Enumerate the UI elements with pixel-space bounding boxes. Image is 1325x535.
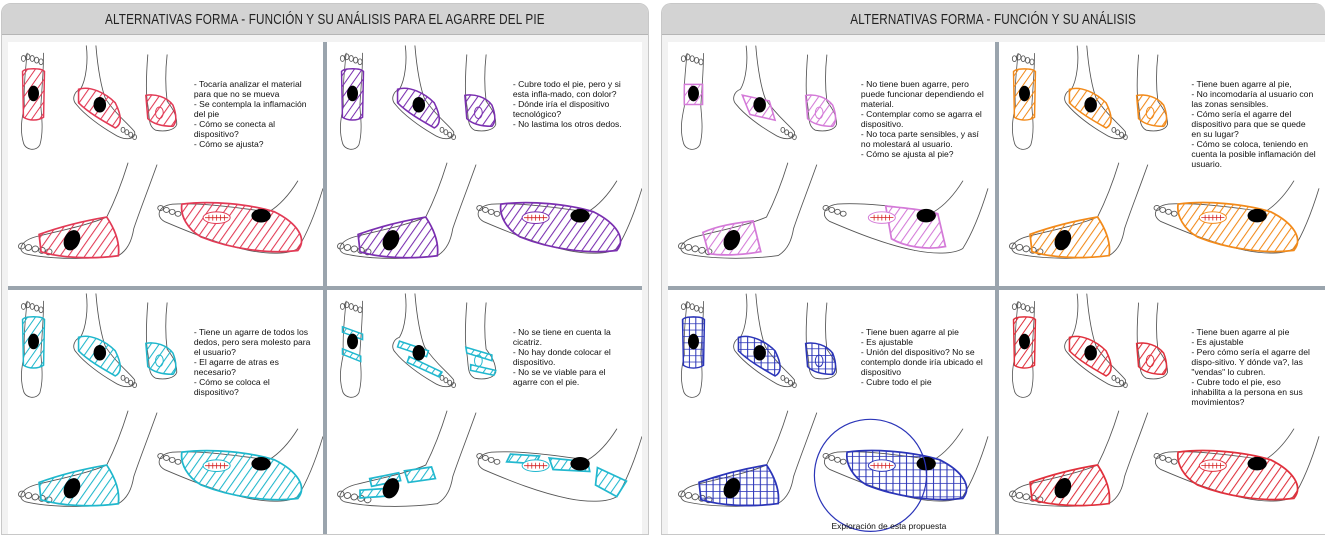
sketch-panel: - Tocaría analizar el material para que …: [8, 42, 323, 286]
foot-sketch-lateral: [18, 163, 157, 258]
foot-sketch-lateral: [18, 411, 157, 506]
foot-sketch-angled: [74, 46, 137, 140]
analysis-note: - No hay donde colocar el dispositivo.: [513, 347, 633, 367]
foot-sketch-top: [681, 53, 703, 149]
analysis-note: - No tiene buen agarre, pero puede funci…: [861, 79, 985, 109]
board-title: ALTERNATIVAS FORMA - FUNCIÓN Y SU ANÁLIS…: [851, 11, 1137, 28]
sketch-panel: - Cubre todo el pie, pero y si esta infl…: [327, 42, 642, 286]
analysis-note: - Cómo se ajusta al pie?: [861, 149, 985, 159]
analysis-note: - Cómo se conecta al dispositivo?: [194, 119, 314, 139]
foot-sketch-medial: [477, 181, 642, 253]
foot-sketch-lateral: [337, 411, 476, 506]
board-right: ALTERNATIVAS FORMA - FUNCIÓN Y SU ANÁLIS…: [661, 3, 1325, 535]
foot-sketch-top: [681, 301, 704, 397]
analysis-note: - Es ajustable: [1191, 337, 1315, 347]
foot-sketch-angled: [734, 294, 797, 388]
analysis-note: - Tiene buen agarre al pie,: [1191, 79, 1315, 89]
sketch-panel: - Tiene un agarre de todos los dedos, pe…: [8, 290, 323, 534]
foot-sketch-side: [806, 55, 837, 131]
foot-sketch-medial: [1154, 181, 1319, 253]
analysis-note: - No se ve viable para el agarre con el …: [513, 367, 633, 387]
panel-grid: - Tocaría analizar el material para que …: [8, 42, 642, 534]
foot-sketch-lateral: [1008, 411, 1147, 506]
foot-sketch-side: [465, 55, 496, 131]
foot-sketch-medial: [823, 181, 988, 253]
analysis-note: - Tiene buen agarre al pie: [861, 327, 985, 337]
analysis-note: - Cubre todo el pie, eso inhabilita a la…: [1191, 377, 1315, 407]
analysis-notes: - Cubre todo el pie, pero y si esta infl…: [513, 79, 633, 129]
sketch-panel: - Tiene buen agarre al pie- Es ajustable…: [999, 290, 1325, 534]
analysis-note: - Cómo sería el agarre del dispositivo p…: [1191, 109, 1315, 139]
analysis-notes: - Tiene buen agarre al pie- Es ajustable…: [1191, 327, 1315, 407]
foot-sketch-lateral: [678, 411, 817, 506]
analysis-note: - No se tiene en cuenta la cicatriz.: [513, 327, 633, 347]
analysis-note: - Dónde iría el dispositivo tecnológico?: [513, 99, 633, 119]
foot-sketch-lateral: [1008, 163, 1147, 258]
analysis-note: - Unión del dispositivo? No se contemplo…: [861, 347, 985, 377]
analysis-notes: - Tiene buen agarre al pie- Es ajustable…: [861, 327, 985, 387]
analysis-note: - Pero cómo sería el agarre del dispo-si…: [1191, 347, 1315, 377]
foot-sketch-medial: [477, 429, 642, 501]
board-left: ALTERNATIVAS FORMA - FUNCIÓN Y SU ANÁLIS…: [1, 3, 649, 535]
analysis-note: - Cómo se coloca, teniendo en cuenta la …: [1191, 139, 1315, 169]
foot-sketch-angled: [734, 46, 797, 140]
foot-sketch-medial: [823, 429, 988, 501]
panel-grid: - No tiene buen agarre, pero puede funci…: [668, 42, 1325, 534]
foot-sketch-medial: [1154, 429, 1319, 501]
foot-sketch-medial: [158, 181, 323, 253]
analysis-note: - El agarre de atras es necesario?: [194, 357, 314, 377]
analysis-note: - Tocaría analizar el material para que …: [194, 79, 314, 99]
sketch-panel: - Tiene buen agarre al pie- Es ajustable…: [668, 290, 995, 534]
foot-sketch-side: [1136, 303, 1167, 379]
sketch-panel: - No tiene buen agarre, pero puede funci…: [668, 42, 995, 286]
analysis-note: - Es ajustable: [861, 337, 985, 347]
analysis-notes: - Tocaría analizar el material para que …: [194, 79, 314, 149]
analysis-note: - Tiene buen agarre al pie: [1191, 327, 1315, 337]
board-title: ALTERNATIVAS FORMA - FUNCIÓN Y SU ANÁLIS…: [105, 11, 545, 28]
analysis-notes: - No tiene buen agarre, pero puede funci…: [861, 79, 985, 159]
analysis-note: - Cubre todo el pie: [861, 377, 985, 387]
board-header: ALTERNATIVAS FORMA - FUNCIÓN Y SU ANÁLIS…: [662, 4, 1325, 35]
analysis-note: - No toca parte sensibles, y así no mole…: [861, 129, 985, 149]
foot-sketch-top: [21, 53, 44, 149]
analysis-note: - No incomodaría al usuario con las zona…: [1191, 89, 1315, 109]
sketch-panel: - Tiene buen agarre al pie,- No incomoda…: [999, 42, 1325, 286]
foot-sketch-lateral: [337, 163, 476, 258]
foot-sketch-side: [146, 303, 177, 379]
foot-sketch-side: [806, 303, 837, 379]
foot-sketch-angled: [74, 294, 137, 388]
foot-sketch-angled: [1064, 294, 1127, 388]
analysis-note: - Se contempla la inflamación del pie: [194, 99, 314, 119]
analysis-note: - Tiene un agarre de todos los dedos, pe…: [194, 327, 314, 357]
analysis-note: - Cómo se coloca el dispositivo?: [194, 377, 314, 397]
analysis-note: - Cubre todo el pie, pero y si esta infl…: [513, 79, 633, 99]
panel-caption: Exploración de esta propuesta: [832, 521, 947, 531]
foot-sketch-angled: [393, 46, 456, 140]
analysis-note: - Contemplar como se agarra el dispositi…: [861, 109, 985, 129]
foot-sketch-top: [340, 301, 362, 397]
analysis-notes: - No se tiene en cuenta la cicatriz.- No…: [513, 327, 633, 387]
foot-sketch-top: [21, 301, 44, 397]
foot-sketch-top: [1012, 301, 1035, 397]
foot-sketch-angled: [393, 294, 456, 388]
analysis-note: - Cómo se ajusta?: [194, 139, 314, 149]
foot-sketch-side: [146, 55, 177, 131]
analysis-note: - No lastima los otros dedos.: [513, 119, 633, 129]
foot-sketch-top: [1012, 53, 1035, 149]
foot-sketch-top: [340, 53, 363, 149]
foot-sketch-angled: [1064, 46, 1127, 140]
analysis-notes: - Tiene buen agarre al pie,- No incomoda…: [1191, 79, 1315, 169]
foot-sketch-lateral: [678, 163, 817, 258]
board-header: ALTERNATIVAS FORMA - FUNCIÓN Y SU ANÁLIS…: [2, 4, 648, 35]
analysis-notes: - Tiene un agarre de todos los dedos, pe…: [194, 327, 314, 397]
foot-sketch-side: [465, 303, 495, 379]
foot-sketch-medial: [158, 429, 323, 501]
sketch-panel: - No se tiene en cuenta la cicatriz.- No…: [327, 290, 642, 534]
foot-sketch-side: [1136, 55, 1167, 131]
